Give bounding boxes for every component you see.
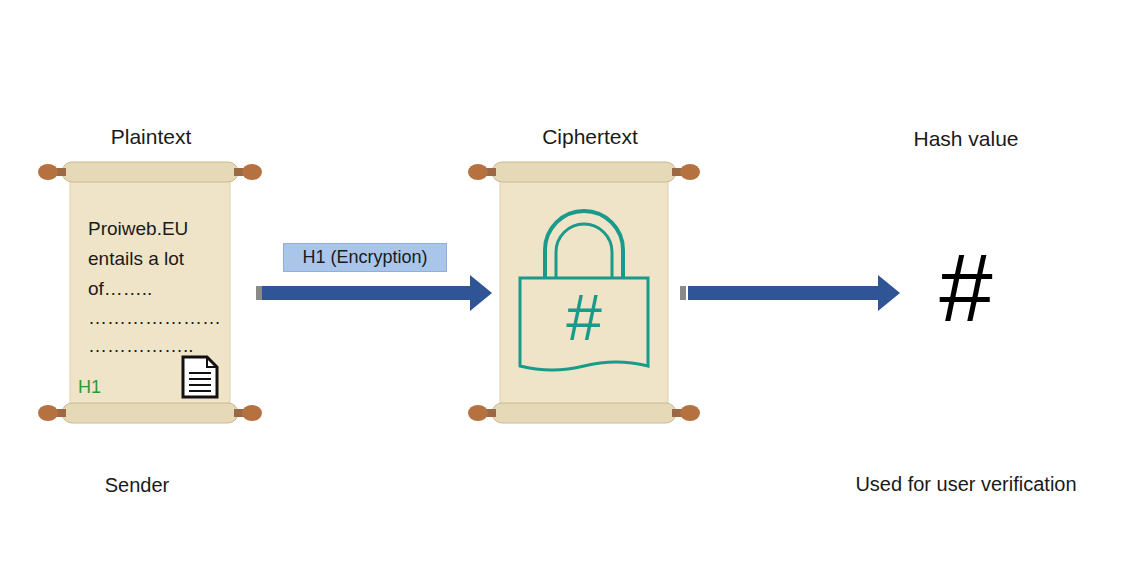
scroll-node: PlaintextProiweb.EU entails a lot of……..… <box>40 118 262 428</box>
dotted-line: ………………… <box>88 306 228 330</box>
heading: Ciphertext <box>492 124 688 150</box>
arrow-tail <box>256 286 262 300</box>
caption-label: Sender <box>105 474 170 497</box>
lock-symbol: # <box>532 286 636 350</box>
body-text: Proiweb.EU entails a lot of…….. <box>88 214 220 304</box>
heading: Plaintext <box>40 124 262 150</box>
scroll-right <box>468 162 700 423</box>
hash-name: H1 <box>78 376 118 399</box>
flow-arrow <box>688 275 900 311</box>
scroll-left <box>38 162 262 423</box>
caption-label: Used for user verification <box>855 473 1076 496</box>
flow-arrow <box>262 275 492 311</box>
heading: Hash value <box>900 126 1032 152</box>
dotted-line: …………….. <box>88 334 228 358</box>
arrow-tail <box>680 286 686 300</box>
hash-output: Hash value # <box>900 118 1032 348</box>
hash-symbol: # <box>900 240 1032 336</box>
scroll-node: Ciphertext # <box>492 118 688 428</box>
edge-label: H1 (Encryption) <box>283 243 447 272</box>
padlock-icon <box>520 211 648 370</box>
